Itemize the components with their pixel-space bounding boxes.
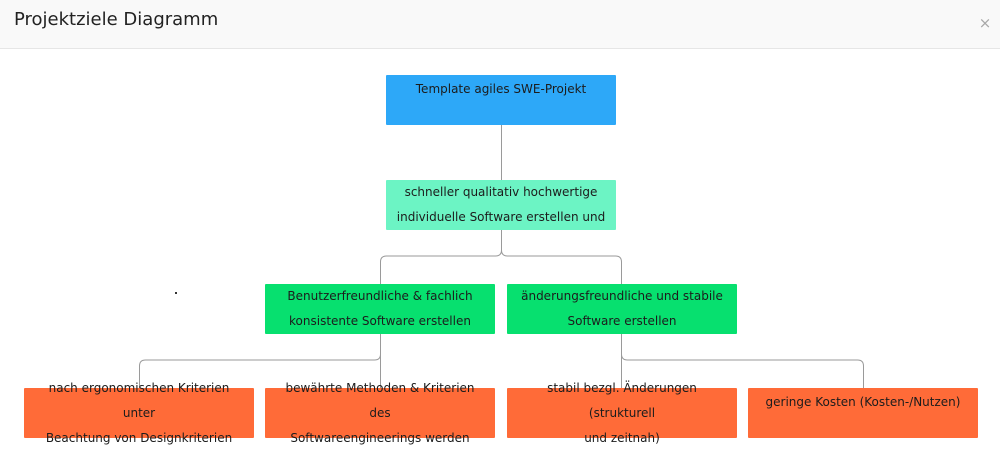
- node-level3-methods[interactable]: bewährte Methoden & Kriterien des Softwa…: [265, 381, 495, 445]
- stray-dot: [175, 292, 177, 294]
- node-level2-usability[interactable]: Benutzerfreundliche & fachlich konsisten…: [265, 284, 495, 334]
- node-level2-maintainability[interactable]: änderungsfreundliche und stabile Softwar…: [507, 284, 737, 334]
- close-icon[interactable]: ×: [978, 14, 992, 32]
- connector-level2b-level3d: [621, 334, 864, 388]
- node-level3-methods-line-2: Softwareengineerings werden: [290, 430, 470, 445]
- node-level2-maintainability-line-2: Software erstellen: [567, 314, 677, 328]
- connector-level1-level2b: [501, 230, 622, 284]
- node-level1-line-2: individuelle Software erstellen und: [396, 210, 606, 224]
- node-level3-ergonomics[interactable]: nach ergonomischen Kriterien unter Beach…: [24, 381, 254, 445]
- node-level3-ergonomics-line-2: Beachtung von Designkriterien: [45, 430, 233, 445]
- node-level1-line-1: schneller qualitativ hochwertige: [404, 185, 598, 199]
- node-level1[interactable]: schneller qualitativ hochwertige individ…: [386, 180, 616, 230]
- dialog-header: Projektziele Diagramm ×: [0, 0, 1000, 49]
- connector-level1-level2a: [380, 230, 502, 284]
- node-root-line-1: Template agiles SWE-Projekt: [415, 82, 587, 96]
- node-level2-usability-line-1: Benutzerfreundliche & fachlich: [287, 289, 473, 303]
- dialog-title: Projektziele Diagramm: [14, 9, 219, 30]
- node-level2-usability-line-2: konsistente Software erstellen: [289, 314, 471, 328]
- node-level2-maintainability-line-1: änderungsfreundliche und stabile: [521, 289, 723, 303]
- node-level3-ergonomics-line-1: nach ergonomischen Kriterien unter: [48, 380, 230, 420]
- node-level3-costs-line-1: geringe Kosten (Kosten-/Nutzen): [765, 395, 961, 409]
- node-level3-costs[interactable]: geringe Kosten (Kosten-/Nutzen): [748, 388, 978, 438]
- node-level3-stability[interactable]: stabil bezgl. Änderungen (strukturell un…: [507, 381, 737, 445]
- node-level3-methods-line-1: bewährte Methoden & Kriterien des: [285, 380, 475, 420]
- node-level3-stability-line-2: und zeitnah): [584, 430, 660, 445]
- node-root[interactable]: Template agiles SWE-Projekt: [386, 75, 616, 125]
- node-level3-stability-line-1: stabil bezgl. Änderungen (strukturell: [547, 380, 697, 420]
